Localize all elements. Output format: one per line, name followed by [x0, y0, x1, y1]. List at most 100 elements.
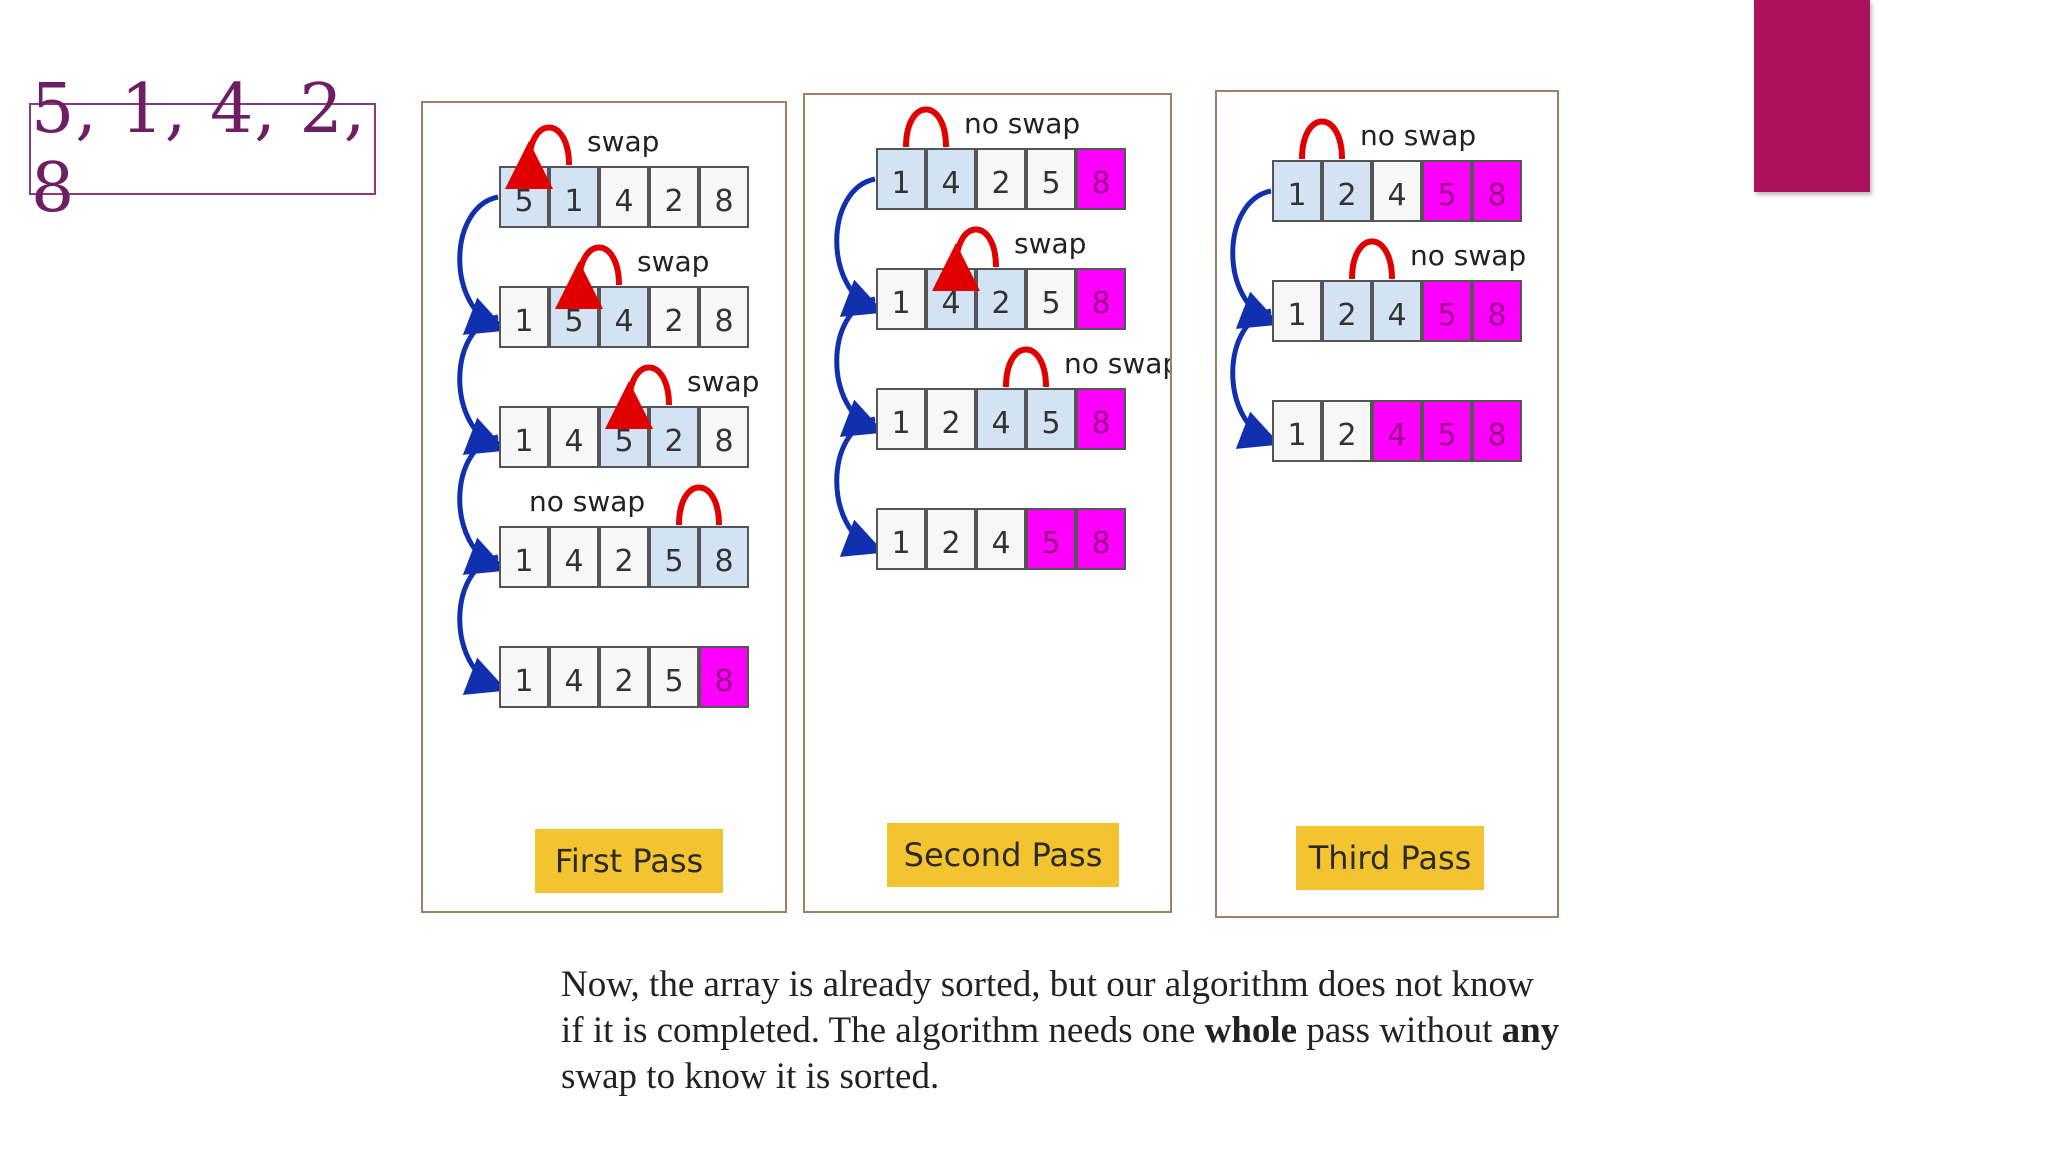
array-cell-value: 1 — [1287, 418, 1306, 453]
array-cell-value: 1 — [564, 184, 583, 219]
caption-bold-any: any — [1501, 1010, 1560, 1051]
step-annotation: swap — [637, 245, 709, 278]
caption-text: swap to know it is sorted. — [561, 1056, 940, 1097]
array-cell — [1472, 400, 1522, 462]
array-cell-value: 2 — [1337, 298, 1356, 333]
array-cell-value: 5 — [1041, 526, 1060, 561]
array-cell — [699, 166, 749, 228]
step-arrow — [457, 434, 508, 575]
accent-bar — [1754, 0, 1870, 192]
array-cell — [1422, 400, 1472, 462]
first-pass-label: First Pass — [535, 829, 723, 893]
array-cell-value: 4 — [564, 424, 583, 459]
second-pass-label: Second Pass — [887, 823, 1119, 887]
array-cell — [1272, 280, 1322, 342]
step-annotation: no swap — [1064, 347, 1170, 380]
array-cell-value: 2 — [1337, 418, 1356, 453]
array-cell — [1026, 148, 1076, 210]
array-cell — [649, 166, 699, 228]
array-cell-value: 5 — [664, 664, 683, 699]
array-cell-value: 8 — [1091, 526, 1110, 561]
array-cell — [1026, 508, 1076, 570]
array-cell — [549, 646, 599, 708]
step-arrow — [457, 194, 508, 335]
array-cell — [699, 286, 749, 348]
swap-arrow — [931, 226, 999, 292]
array-cell-value: 4 — [614, 304, 633, 339]
step-arrow — [1230, 188, 1281, 329]
step-arrow — [457, 554, 508, 695]
array-cell — [649, 646, 699, 708]
array-cell-value: 1 — [1287, 178, 1306, 213]
array-cell — [1372, 400, 1422, 462]
array-cell-value: 1 — [514, 544, 533, 579]
array-cell — [1422, 160, 1472, 222]
array-cell — [1076, 268, 1126, 330]
array-cell — [599, 526, 649, 588]
array-cell-value: 4 — [1387, 418, 1406, 453]
array-cell — [976, 388, 1026, 450]
array-cell-value: 2 — [664, 304, 683, 339]
step-arrow — [834, 296, 885, 437]
array-cell-value: 8 — [1487, 178, 1506, 213]
step-annotation: no swap — [1360, 119, 1476, 152]
array-cell-value: 4 — [941, 286, 960, 321]
array-cell-value: 2 — [991, 286, 1010, 321]
array-cell-value: 4 — [991, 406, 1010, 441]
array-cell — [876, 388, 926, 450]
array-cell-value: 2 — [614, 544, 633, 579]
array-cell — [926, 508, 976, 570]
array-cell-value: 1 — [1287, 298, 1306, 333]
array-cell-value: 5 — [1437, 178, 1456, 213]
array-cell-value: 2 — [941, 406, 960, 441]
step-annotation: swap — [1014, 227, 1086, 260]
array-cell — [699, 526, 749, 588]
array-cell — [876, 508, 926, 570]
array-cell — [549, 166, 599, 228]
array-cell — [1372, 160, 1422, 222]
array-cell — [699, 646, 749, 708]
array-cell-value: 2 — [1337, 178, 1356, 213]
caption: Now, the array is already sorted, but ou… — [561, 962, 1561, 1100]
array-cell-value: 1 — [891, 406, 910, 441]
array-cell-value: 1 — [514, 664, 533, 699]
array-cell — [1322, 160, 1372, 222]
array-cell-value: 4 — [564, 664, 583, 699]
array-cell-value: 8 — [714, 184, 733, 219]
array-cell — [976, 508, 1026, 570]
array-cell-value: 5 — [1437, 298, 1456, 333]
array-cell-value: 5 — [1041, 286, 1060, 321]
array-cell — [1026, 268, 1076, 330]
swap-arrow — [604, 364, 672, 430]
step-annotation: no swap — [964, 107, 1080, 140]
title-box: 5, 1, 4, 2, 8 — [29, 70, 376, 228]
no-swap-arc — [1003, 346, 1049, 388]
step-arrow — [1230, 308, 1281, 449]
step-annotation: no swap — [1410, 239, 1526, 272]
array-cell — [1076, 508, 1126, 570]
array-cell-value: 8 — [714, 304, 733, 339]
array-cell-value: 5 — [1041, 406, 1060, 441]
array-cell-value: 2 — [664, 424, 683, 459]
array-cell-value: 1 — [891, 526, 910, 561]
array-cell-value: 8 — [1091, 166, 1110, 201]
array-cell-value: 2 — [664, 184, 683, 219]
array-cell — [499, 286, 549, 348]
array-cell-value: 5 — [1041, 166, 1060, 201]
array-cell — [1322, 280, 1372, 342]
step-arrow — [457, 314, 508, 455]
caption-text: pass without — [1297, 1010, 1502, 1051]
array-cell — [976, 148, 1026, 210]
array-cell — [1272, 400, 1322, 462]
array-cell — [549, 526, 599, 588]
array-cell — [1076, 388, 1126, 450]
no-swap-arc — [903, 106, 949, 148]
array-cell — [549, 406, 599, 468]
array-cell — [976, 268, 1026, 330]
array-cell-value: 2 — [614, 664, 633, 699]
